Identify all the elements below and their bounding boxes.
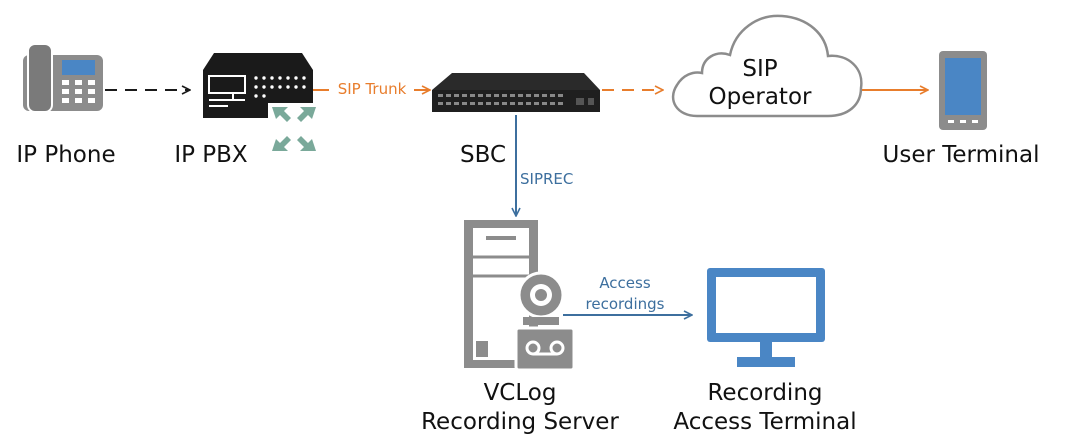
ip-phone-label: IP Phone <box>16 142 116 168</box>
recording-server-label-line2: Recording Server <box>421 409 619 435</box>
sbc-label: SBC <box>459 142 507 168</box>
sip-trunk-label: SIP Trunk <box>337 80 407 98</box>
ip-phone-icon <box>23 43 103 113</box>
sip-operator-label-line1: SIP <box>742 56 778 82</box>
cloud-icon <box>671 14 863 118</box>
access-terminal-label-line2: Access Terminal <box>673 409 857 435</box>
ip-pbx-icon <box>203 53 313 118</box>
ip-pbx-label: IP PBX <box>174 142 248 168</box>
access-recordings-label-line2: recordings <box>585 295 665 313</box>
sbc-icon <box>432 73 600 112</box>
user-terminal-label: User Terminal <box>882 142 1040 168</box>
recording-server-label-line1: VCLog <box>483 380 557 406</box>
access-recordings-label-line1: Access <box>599 274 651 292</box>
sip-operator-label-line2: Operator <box>708 84 812 110</box>
expand-arrows-icon <box>268 103 320 155</box>
voicemail-icon <box>514 326 576 372</box>
access-terminal-label-line1: Recording <box>707 380 823 406</box>
siprec-label: SIPREC <box>520 170 574 188</box>
tablet-icon <box>939 51 987 130</box>
monitor-icon <box>707 268 825 367</box>
webcam-icon <box>517 271 565 325</box>
